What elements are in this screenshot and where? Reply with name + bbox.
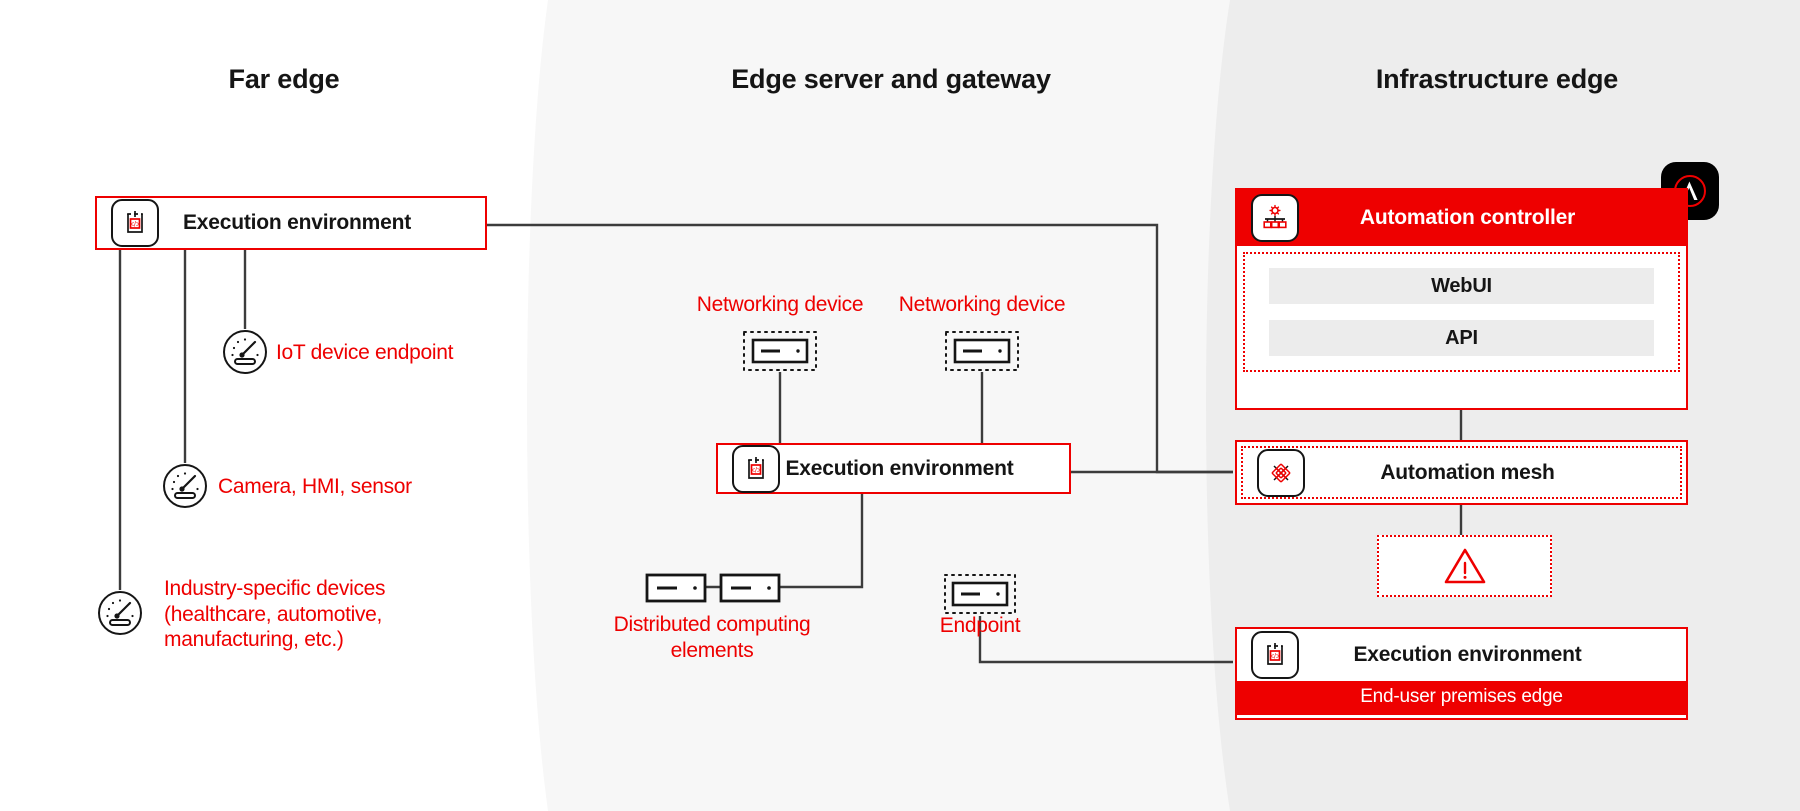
automation-mesh-icon [1257, 448, 1305, 497]
end-user-premises-card[interactable]: </> Execution environment End-user premi… [1235, 627, 1688, 720]
automation-mesh-card[interactable]: Automation mesh [1235, 440, 1688, 505]
networking-device-icon [945, 331, 1019, 371]
panel-api[interactable]: API [1269, 320, 1654, 356]
gauge-sensor-icon [163, 464, 207, 508]
automation-controller-card[interactable]: Automation controller WebUI API [1235, 188, 1688, 410]
compute-element-icon [645, 573, 707, 603]
caption-industry-specific-devices: Industry-specific devices (healthcare, a… [164, 576, 424, 653]
caption-endpoint: Endpoint [939, 614, 1021, 637]
svg-text:</>: </> [751, 467, 761, 474]
far-edge-execution-environment[interactable]: </> Execution environment [95, 196, 487, 250]
end-user-premises-footer: End-user premises edge [1237, 681, 1686, 715]
automation-controller-title: Automation controller [1359, 206, 1576, 229]
edge-server-ee-label: Execution environment [785, 456, 1014, 480]
caption-distributed-computing-elements: Distributed computing elements [614, 612, 811, 663]
caption-line: (healthcare, automotive, [164, 602, 383, 626]
endpoint-device-icon [944, 574, 1016, 614]
svg-text:</>: </> [1270, 653, 1280, 660]
warning-triangle-icon [1444, 548, 1485, 584]
column-title-edge-server: Edge server and gateway [731, 64, 1051, 94]
automation-controller-header: Automation controller [1237, 190, 1686, 246]
caption-line: manufacturing, etc.) [164, 628, 344, 652]
compute-element-icon [719, 573, 781, 603]
end-user-premises-ee-label: Execution environment [1353, 643, 1582, 666]
caption-iot-device-endpoint: IoT device endpoint [276, 341, 454, 364]
caption-networking-device-1: Networking device [696, 293, 864, 316]
column-title-infrastructure-edge: Infrastructure edge [1375, 64, 1619, 94]
caption-line: Distributed computing [613, 613, 811, 636]
automation-controller-icon [1251, 194, 1299, 242]
automation-controller-body: WebUI API [1243, 252, 1680, 372]
column-title-far-edge: Far edge [228, 64, 340, 94]
warning-card [1377, 535, 1552, 597]
edge-server-execution-environment[interactable]: </> Execution environment [716, 443, 1071, 494]
svg-text:</>: </> [130, 221, 140, 228]
far-edge-ee-label: Execution environment [182, 211, 411, 234]
networking-device-icon [743, 331, 817, 371]
gauge-sensor-icon [98, 591, 142, 635]
caption-camera-hmi-sensor: Camera, HMI, sensor [218, 475, 412, 498]
end-user-premises-ee-row: </> Execution environment [1237, 629, 1686, 681]
gauge-sensor-icon [223, 330, 267, 374]
execution-environment-icon: </> [1251, 631, 1299, 679]
execution-environment-icon: </> [111, 199, 159, 247]
execution-environment-icon: </> [732, 444, 780, 493]
caption-line: elements [670, 638, 754, 662]
caption-line: Industry-specific devices [164, 577, 386, 600]
automation-mesh-label: Automation mesh [1380, 460, 1555, 484]
panel-webui[interactable]: WebUI [1269, 268, 1654, 304]
caption-networking-device-2: Networking device [898, 293, 1066, 316]
